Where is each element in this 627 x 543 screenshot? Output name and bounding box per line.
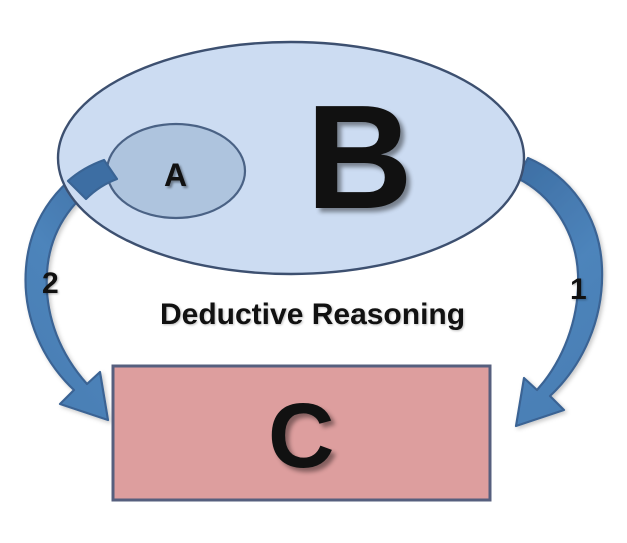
arrow-2-tail-overlay [66,158,119,201]
arrow-2-tail-shape [66,158,119,201]
arrow-1-shape [514,156,604,428]
arrow-1 [514,156,604,428]
rectangle-c[interactable] [111,364,492,502]
arrow-2 [24,158,115,422]
ellipse-a[interactable] [105,122,247,220]
arrow-2-shape [24,158,115,422]
